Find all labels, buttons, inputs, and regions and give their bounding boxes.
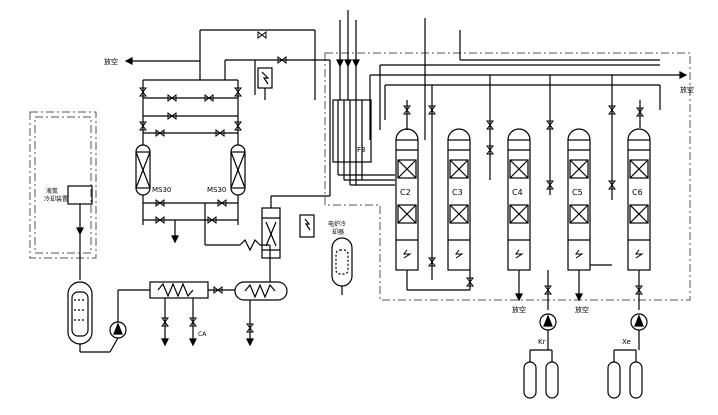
nitrogen-label-sub: 冷却装置 <box>44 195 68 203</box>
exchanger-f3 <box>329 10 395 196</box>
kr-label: Kr <box>538 338 546 346</box>
vent-label-right: 放空 <box>680 85 694 94</box>
column-c6 <box>608 75 651 271</box>
dewar-vessel <box>67 281 110 353</box>
cryostat-label: 电炉冷 <box>328 220 346 228</box>
column-header-piping <box>369 18 688 140</box>
column-c3 <box>428 85 471 280</box>
heater-box-top <box>257 67 273 100</box>
column-c5 <box>546 75 612 271</box>
column-label-c5: C5 <box>572 188 583 197</box>
nitrogen-enclosure-inner <box>34 116 92 254</box>
cryostat <box>331 237 353 295</box>
vertical-heater <box>261 195 330 259</box>
bottom-piping <box>406 270 643 310</box>
pump <box>109 289 150 353</box>
heat-exchanger-1 <box>149 281 235 347</box>
column-label-c2: C2 <box>400 188 411 197</box>
vent-label-c3: 放空 <box>512 305 526 314</box>
column-c4 <box>486 75 531 271</box>
ms-adsorber-left <box>135 144 151 196</box>
f3-label: F3 <box>357 146 365 154</box>
ca-label: CA <box>198 331 207 338</box>
kr-collection <box>523 313 559 399</box>
column-label-c6: C6 <box>632 188 643 197</box>
heat-exchanger-2 <box>234 262 288 347</box>
top-piping <box>124 29 330 262</box>
nitrogen-enclosure <box>29 111 97 259</box>
ms-label-left: MS30 <box>152 186 171 194</box>
column-enclosure <box>324 52 691 301</box>
vent-label-left: 放空 <box>104 57 118 66</box>
column-c2 <box>395 100 419 271</box>
xe-collection <box>607 313 648 399</box>
nitrogen-cooling-box <box>67 185 93 280</box>
nitrogen-label: 液氮 <box>46 187 58 195</box>
vent-label-c5: 放空 <box>575 305 589 314</box>
xe-label: Xe <box>622 338 631 346</box>
column-label-c4: C4 <box>512 188 523 197</box>
column-label-c3: C3 <box>452 188 463 197</box>
cryostat-label-sub: 却器 <box>332 228 344 236</box>
ms-adsorber-right <box>230 144 246 196</box>
ms-label-right: MS30 <box>207 186 226 194</box>
dashed-enclosures <box>29 52 691 301</box>
